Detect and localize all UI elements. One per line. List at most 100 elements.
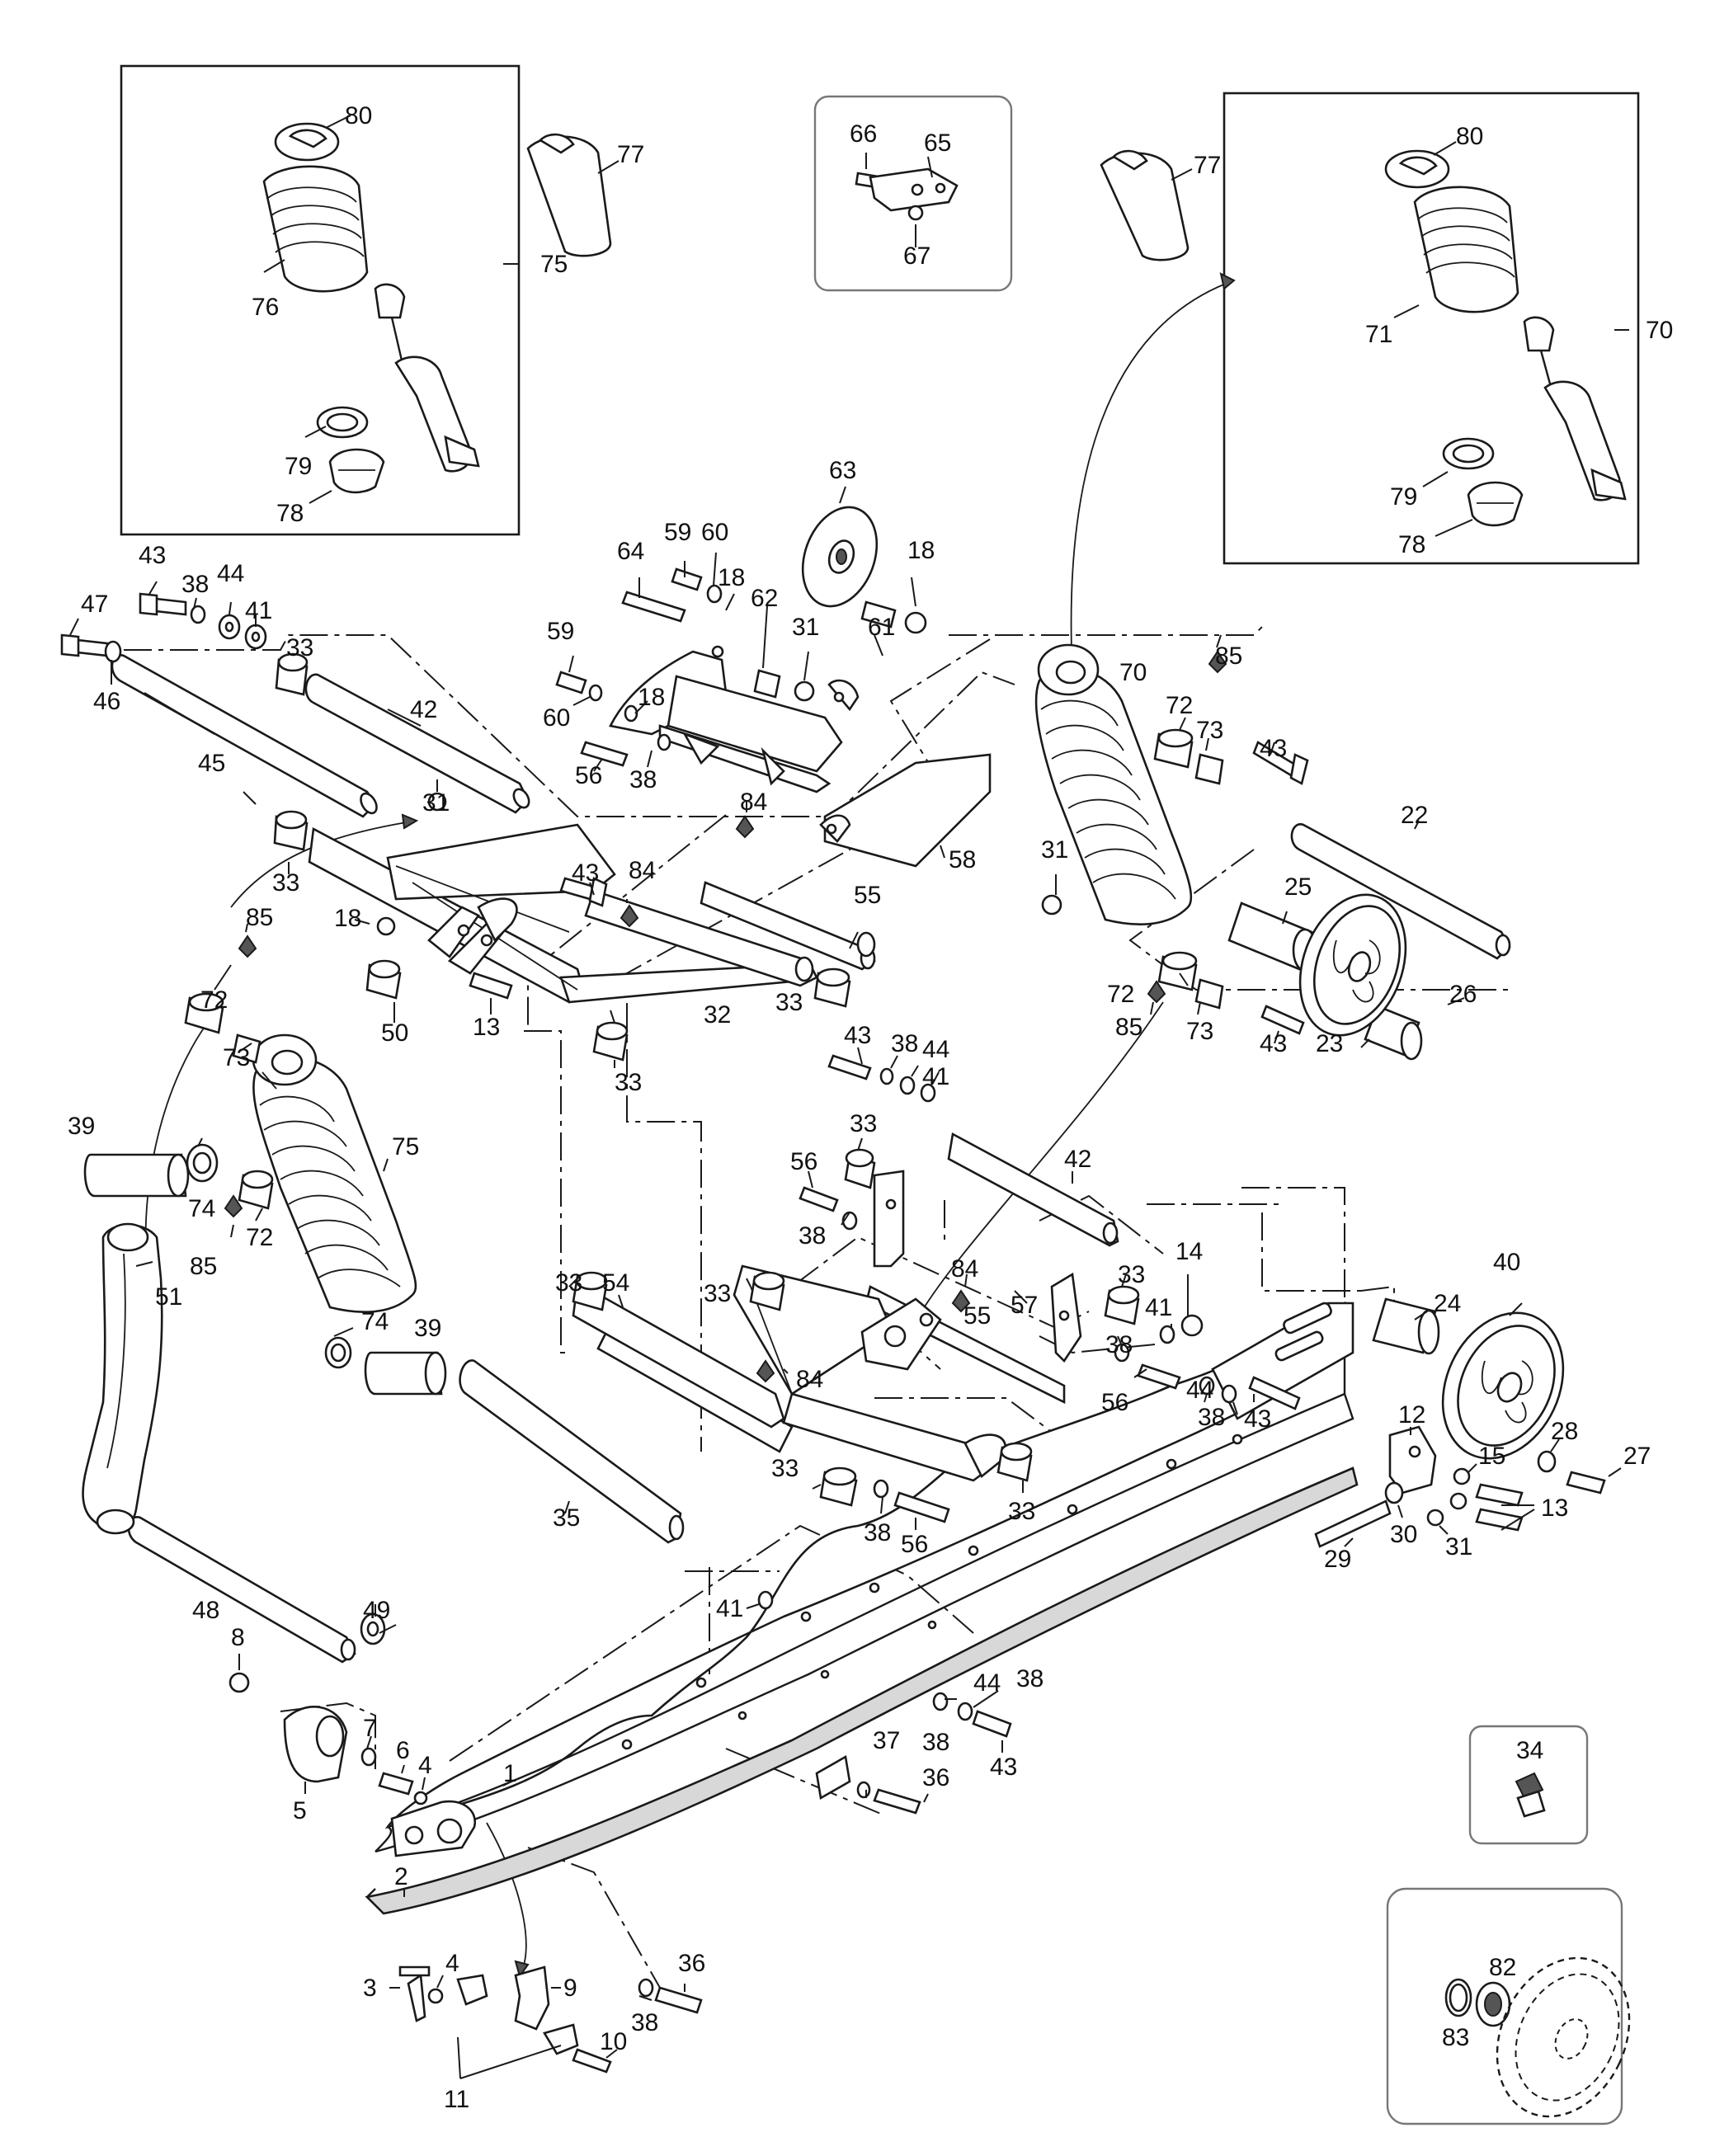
callout-33: 33 bbox=[615, 1069, 642, 1096]
callout-84: 84 bbox=[796, 1366, 823, 1393]
bumper-5 bbox=[283, 1706, 348, 1783]
hardware-bolts bbox=[60, 567, 1606, 2074]
callout-36: 36 bbox=[678, 1950, 705, 1977]
callout-7: 7 bbox=[363, 1715, 377, 1742]
front-shock-70-assembled bbox=[1034, 643, 1193, 925]
callout-44: 44 bbox=[1186, 1377, 1213, 1404]
boot-77-left bbox=[526, 133, 612, 257]
callout-12: 12 bbox=[1398, 1401, 1425, 1429]
callout-15: 15 bbox=[1478, 1443, 1505, 1470]
inset-70-parts bbox=[1384, 149, 1627, 527]
callout-5: 5 bbox=[293, 1797, 307, 1824]
callout-9: 9 bbox=[563, 1975, 577, 2002]
callout-84: 84 bbox=[951, 1255, 978, 1283]
callout-2: 2 bbox=[394, 1863, 408, 1890]
callout-18: 18 bbox=[334, 905, 361, 932]
callout-63: 63 bbox=[829, 457, 856, 484]
callout-79: 79 bbox=[1390, 483, 1417, 511]
callout-38: 38 bbox=[1198, 1404, 1225, 1431]
idler-wheel-23 bbox=[1298, 893, 1407, 1037]
callout-29: 29 bbox=[1324, 1546, 1351, 1573]
callout-33: 33 bbox=[555, 1269, 582, 1297]
callout-77: 77 bbox=[1194, 152, 1221, 179]
callout-33: 33 bbox=[775, 989, 803, 1016]
callout-4: 4 bbox=[418, 1752, 432, 1779]
grease-fitting-34 bbox=[1515, 1772, 1546, 1818]
rear-arm-51 bbox=[82, 1222, 163, 1535]
callout-38: 38 bbox=[864, 1519, 891, 1546]
callout-64: 64 bbox=[617, 538, 644, 565]
callout-62: 62 bbox=[751, 585, 778, 612]
callout-57: 57 bbox=[1011, 1292, 1038, 1319]
callout-18: 18 bbox=[718, 564, 745, 591]
callout-41: 41 bbox=[1145, 1294, 1172, 1321]
inset-65-parts bbox=[855, 167, 959, 221]
callout-37: 37 bbox=[873, 1727, 900, 1754]
callout-38: 38 bbox=[629, 766, 657, 793]
callout-41: 41 bbox=[245, 597, 272, 624]
inset-box-front-shock-70 bbox=[1223, 92, 1640, 565]
callout-38: 38 bbox=[181, 571, 209, 598]
rail-rear-bracket bbox=[1211, 1302, 1354, 1420]
callout-10: 10 bbox=[600, 2028, 627, 2055]
callout-41: 41 bbox=[716, 1595, 743, 1622]
inset-75-parts bbox=[262, 122, 480, 494]
callout-24: 24 bbox=[1434, 1290, 1461, 1317]
callout-18: 18 bbox=[638, 684, 665, 711]
callout-78: 78 bbox=[1398, 531, 1425, 558]
callout-85: 85 bbox=[190, 1253, 217, 1280]
callout-1: 1 bbox=[503, 1760, 517, 1787]
callout-72: 72 bbox=[246, 1224, 273, 1251]
callout-34: 34 bbox=[1516, 1737, 1543, 1764]
callout-55: 55 bbox=[963, 1302, 991, 1330]
callout-73: 73 bbox=[223, 1044, 250, 1071]
callout-32: 32 bbox=[704, 1001, 731, 1029]
callout-labels: 80 77 76 75 79 78 66 65 67 77 80 71 70 7… bbox=[68, 102, 1673, 2113]
callout-39: 39 bbox=[68, 1113, 95, 1140]
callout-33: 33 bbox=[771, 1455, 799, 1482]
callout-11: 11 bbox=[444, 2086, 469, 2113]
slider-2 bbox=[365, 1466, 1359, 1915]
callout-60: 60 bbox=[701, 519, 728, 546]
slide-guide-9 bbox=[456, 1965, 579, 2055]
callout-33: 33 bbox=[1008, 1498, 1035, 1525]
inset-box-wheel-bearing bbox=[1386, 1887, 1623, 2125]
inset-box-rear-shock-75 bbox=[120, 64, 521, 536]
callout-51: 51 bbox=[155, 1283, 182, 1311]
callout-43: 43 bbox=[1260, 735, 1287, 762]
callout-50: 50 bbox=[381, 1019, 408, 1047]
callout-85: 85 bbox=[246, 904, 273, 931]
upper-idler-63 bbox=[801, 506, 879, 608]
callout-43: 43 bbox=[139, 542, 166, 569]
callout-85: 85 bbox=[1215, 643, 1242, 670]
callout-44: 44 bbox=[973, 1669, 1001, 1697]
callout-75: 75 bbox=[540, 251, 568, 278]
callout-84: 84 bbox=[740, 788, 767, 816]
callout-13: 13 bbox=[1541, 1495, 1568, 1522]
callout-74: 74 bbox=[188, 1195, 215, 1222]
shafts bbox=[83, 654, 1511, 1664]
callout-56: 56 bbox=[575, 762, 602, 789]
rail-rear-end bbox=[390, 1800, 477, 1857]
idler-wheel-40 bbox=[1441, 1311, 1565, 1460]
callout-45: 45 bbox=[198, 750, 225, 777]
callout-44: 44 bbox=[217, 560, 244, 587]
adjuster-block-12 bbox=[1388, 1425, 1437, 1495]
callout-33: 33 bbox=[1118, 1261, 1145, 1288]
callout-58: 58 bbox=[949, 846, 976, 873]
callout-43: 43 bbox=[1244, 1405, 1271, 1433]
callout-83: 83 bbox=[1442, 2024, 1469, 2051]
callout-38: 38 bbox=[799, 1222, 826, 1250]
callout-74: 74 bbox=[361, 1308, 389, 1335]
callout-38: 38 bbox=[922, 1729, 949, 1756]
callout-25: 25 bbox=[1284, 873, 1312, 901]
callout-55: 55 bbox=[854, 882, 881, 909]
callout-36: 36 bbox=[922, 1764, 949, 1791]
callout-72: 72 bbox=[200, 986, 228, 1014]
callout-27: 27 bbox=[1623, 1443, 1651, 1470]
inset-box-grease-fitting-34 bbox=[1468, 1725, 1589, 1845]
callout-56: 56 bbox=[901, 1531, 928, 1558]
wheel-bearing-parts bbox=[1444, 1956, 1631, 2118]
callout-38: 38 bbox=[631, 2009, 658, 2036]
arm-bracket-plates bbox=[427, 897, 518, 975]
